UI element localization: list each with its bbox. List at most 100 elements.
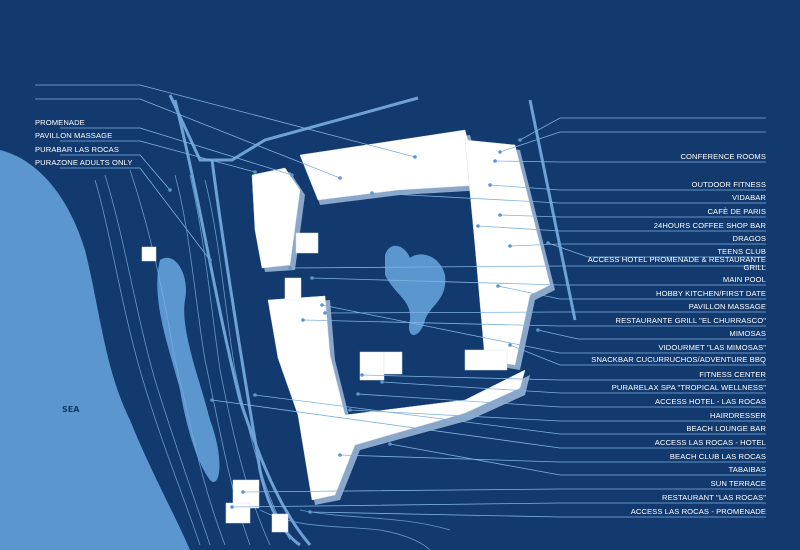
label-conference-rooms: CONFERENCE ROOMS xyxy=(680,152,766,161)
leader-dot xyxy=(241,490,245,494)
leader-line xyxy=(389,443,766,476)
building-teens xyxy=(295,232,319,254)
leader-line xyxy=(242,488,766,493)
lagoon xyxy=(157,257,220,482)
label-pavillon-massage-right: PAVILLON MASSAGE xyxy=(688,302,766,311)
leader-dot xyxy=(488,183,492,187)
building-snackbar xyxy=(464,349,508,371)
leader-line xyxy=(357,393,766,408)
label-teens-club: TEENS CLUB xyxy=(717,247,766,256)
label-purabar-las-rocas: PURABAR LAS ROCAS xyxy=(35,145,119,154)
label-access-hotel-las-rocas: ACCESS HOTEL - LAS ROCAS xyxy=(655,397,766,406)
label-restaurant-las-rocas: RESTAURANT "LAS ROCAS" xyxy=(662,493,766,502)
leader-line xyxy=(361,374,766,381)
building-rocas-small xyxy=(271,513,289,533)
leader-line xyxy=(509,243,766,247)
label-dragos: DRAGOS xyxy=(732,234,766,243)
leader-line xyxy=(60,167,211,261)
leader-dot xyxy=(338,453,342,457)
label-tabaibas: TABAIBAS xyxy=(728,465,766,474)
buildings xyxy=(141,129,551,533)
building-north-block xyxy=(299,129,481,201)
leader-line xyxy=(499,214,766,218)
sea-label: SEA xyxy=(62,405,80,414)
leader-dot xyxy=(493,159,497,163)
leader-line xyxy=(309,511,766,518)
label-hobby-kitchen: HOBBY KITCHEN/FIRST DATE xyxy=(656,289,766,298)
leader-dot xyxy=(290,173,294,177)
leader-dot xyxy=(496,284,500,288)
leader-dot xyxy=(253,170,257,174)
leader-line xyxy=(311,277,766,286)
leader-lines xyxy=(35,84,766,518)
leader-dot xyxy=(356,392,360,396)
label-sun-terrace: SUN TERRACE xyxy=(710,479,766,488)
leader-dot xyxy=(546,241,550,245)
leader-line xyxy=(60,154,171,191)
label-access-hotel-promenade: ACCESS HOTEL PROMENADE & RESTAURANTE GRI… xyxy=(587,255,766,272)
leader-dot xyxy=(508,244,512,248)
leader-dot xyxy=(338,176,342,180)
leader-line xyxy=(60,127,293,176)
leader-line xyxy=(489,184,766,191)
building-rocas-access xyxy=(225,502,251,524)
label-vidourmet: VIDOURMET "LAS MIMOSAS" xyxy=(658,343,766,352)
label-vidabar: VIDABAR xyxy=(731,193,766,202)
leader-dot xyxy=(168,188,172,192)
leader-line xyxy=(519,117,766,141)
label-snackbar: SNACKBAR CUCURRUCHOS/ADVENTURE BBQ xyxy=(591,355,766,364)
leader-line xyxy=(35,84,416,158)
leader-line xyxy=(497,285,766,300)
leader-dot xyxy=(476,224,480,228)
building-promenade-block xyxy=(251,167,301,269)
leader-dot xyxy=(320,303,324,307)
leader-line xyxy=(547,242,766,258)
leader-dot xyxy=(536,328,540,332)
label-purarelax-spa: PURARELAX SPA "TROPICAL WELLNESS" xyxy=(611,383,766,392)
leader-line xyxy=(494,160,766,163)
label-cafe-de-paris: CAFÈ DE PARIS xyxy=(707,207,766,216)
label-hairdresser: HAIRDRESSER xyxy=(710,411,766,420)
leader-dot xyxy=(498,213,502,217)
building-spa xyxy=(383,351,403,375)
label-beach-lounge-bar: BEACH LOUNGE BAR xyxy=(686,424,766,433)
label-24hours-coffee: 24HOURS COFFEE SHOP BAR xyxy=(653,221,766,230)
leader-line xyxy=(381,381,766,394)
leader-line xyxy=(231,502,766,508)
leader-line xyxy=(339,454,766,463)
leader-dot xyxy=(360,373,364,377)
sea-area xyxy=(0,150,190,550)
leader-dot xyxy=(288,266,292,270)
leader-dot xyxy=(413,155,417,159)
leader-line xyxy=(60,140,256,173)
leader-dot xyxy=(348,408,352,412)
leader-dot xyxy=(370,191,374,195)
building-west-block xyxy=(267,295,526,501)
label-purazone-adults-only: PURAZONE ADULTS ONLY xyxy=(35,158,133,167)
label-promenade: PROMENADE xyxy=(35,118,85,127)
leader-line xyxy=(289,265,766,269)
leader-line xyxy=(499,131,766,153)
leader-line xyxy=(477,225,766,232)
building-purazone xyxy=(141,246,157,262)
leader-dots xyxy=(168,138,550,514)
leader-dot xyxy=(301,318,305,322)
leader-line xyxy=(35,98,341,179)
leader-line xyxy=(321,304,766,354)
building-east-block xyxy=(464,139,551,366)
leader-dot xyxy=(380,380,384,384)
leader-dot xyxy=(498,150,502,154)
leader-dot xyxy=(388,442,392,446)
label-beach-club-las-rocas: BEACH CLUB LAS ROCAS xyxy=(669,452,766,461)
leader-dot xyxy=(310,276,314,280)
leader-line xyxy=(371,192,766,204)
leader-dot xyxy=(210,398,214,402)
leader-dot xyxy=(208,258,212,262)
label-fitness-center: FITNESS CENTER xyxy=(699,370,766,379)
label-mimosas: MIMOSAS xyxy=(729,329,766,338)
leader-dot xyxy=(308,510,312,514)
leader-dot xyxy=(508,343,512,347)
main-pool xyxy=(385,245,446,335)
